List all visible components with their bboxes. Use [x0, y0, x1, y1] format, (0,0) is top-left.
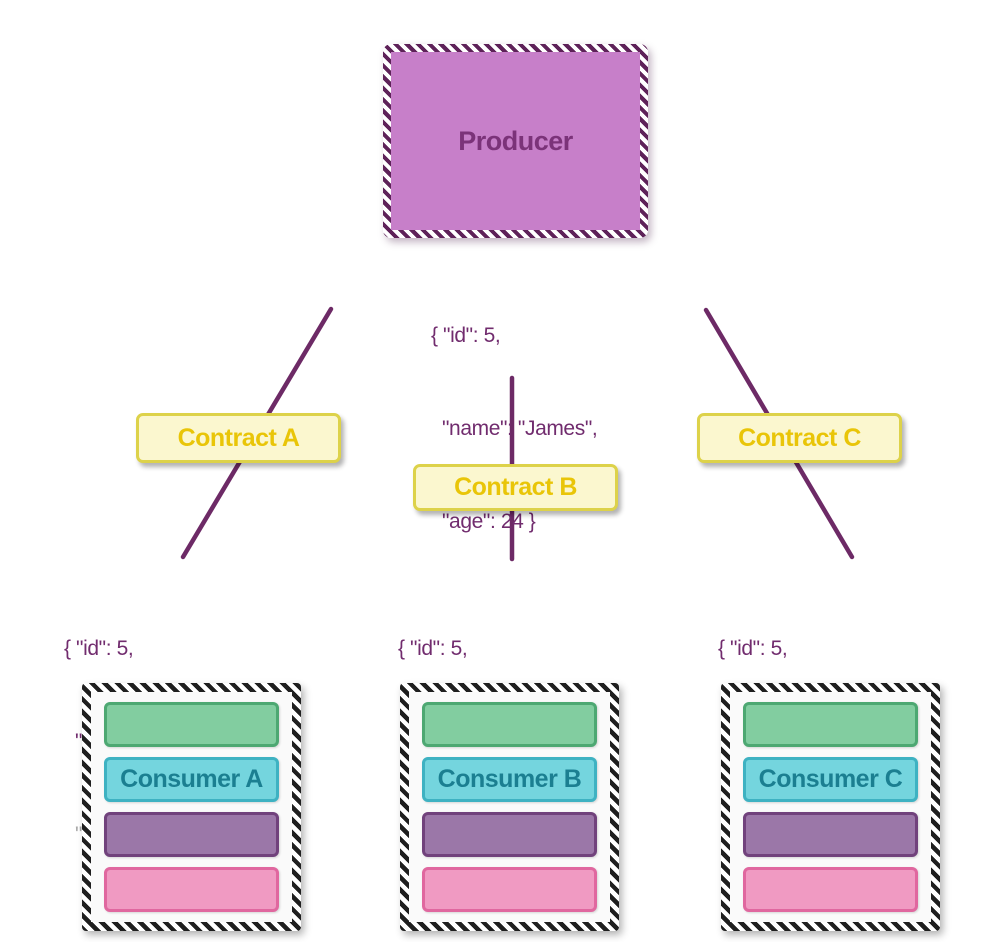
consumer-b-green-bar — [422, 702, 597, 747]
json-line-id: { "id": 5, — [398, 637, 468, 660]
json-line-id: { "id": 5, — [64, 637, 134, 660]
consumer-b-purple-bar — [422, 812, 597, 857]
consumer-c-node: Consumer C — [721, 683, 940, 931]
json-line-name: "name": "James", — [442, 417, 598, 440]
contract-b-label: Contract B — [413, 464, 618, 511]
contract-b-text: Contract B — [454, 473, 577, 501]
producer-label: Producer — [458, 125, 573, 156]
producer-node-body: Producer — [391, 52, 640, 230]
contract-a-text: Contract A — [177, 423, 300, 452]
producer-node: Producer — [383, 44, 648, 238]
consumer-c-purple-bar — [743, 812, 918, 857]
consumer-c-label-bar: Consumer C — [743, 757, 918, 802]
consumer-b-label-bar: Consumer B — [422, 757, 597, 802]
json-line-id: { "id": 5, — [431, 324, 501, 347]
consumer-c-label: Consumer C — [758, 765, 903, 793]
consumer-a-green-bar — [104, 702, 279, 747]
consumer-a-node: Consumer A — [82, 683, 301, 931]
consumer-b-pink-bar — [422, 867, 597, 912]
contract-a-label: Contract A — [136, 413, 341, 463]
consumer-c-green-bar — [743, 702, 918, 747]
contract-c-label: Contract C — [697, 413, 902, 463]
consumer-b-node-body: Consumer B — [409, 692, 610, 922]
consumer-c-pink-bar — [743, 867, 918, 912]
json-line-id: { "id": 5, — [718, 637, 788, 660]
contract-c-text: Contract C — [738, 423, 861, 452]
consumer-a-node-body: Consumer A — [91, 692, 292, 922]
producer-message: { "id": 5, "name": "James", "age": 24 } — [431, 258, 598, 599]
consumer-b-node: Consumer B — [400, 683, 619, 931]
consumer-c-node-body: Consumer C — [730, 692, 931, 922]
consumer-b-label: Consumer B — [437, 765, 582, 793]
json-line-age: "age": 24 } — [442, 510, 536, 533]
consumer-a-purple-bar — [104, 812, 279, 857]
consumer-a-pink-bar — [104, 867, 279, 912]
consumer-a-label-bar: Consumer A — [104, 757, 279, 802]
consumer-a-label: Consumer A — [120, 765, 263, 793]
